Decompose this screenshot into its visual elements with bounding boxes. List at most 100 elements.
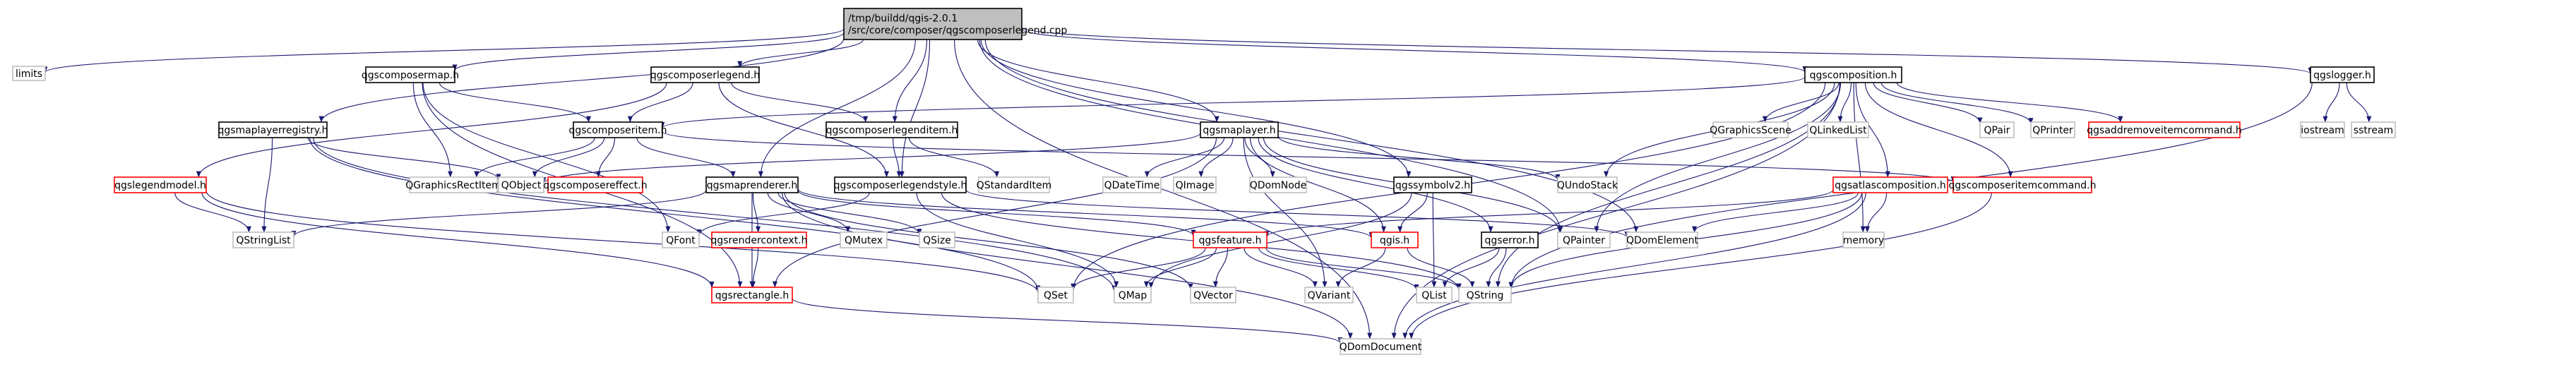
node-label: qgssymbolv2.h — [1395, 180, 1470, 191]
node-box — [705, 176, 799, 193]
edge-qgsfeature-to-qlist — [1258, 247, 1419, 291]
edge-qgssymbolv2-to-qgis — [1397, 192, 1428, 233]
node-box — [1626, 231, 1698, 248]
edge-qgscomposerlegend-to-qgslegendmodel — [196, 82, 667, 178]
node-qgscomposerlegend[interactable]: qgscomposerlegend.h — [650, 66, 760, 83]
edge-qgscomposition-to-memory — [1853, 82, 1866, 233]
edge-qgis-to-qstring — [1407, 247, 1475, 288]
edge-qgsmaplayer-to-qvariant — [1243, 137, 1328, 288]
node-qgscomposeritemcommand[interactable]: qgscomposeritemcommand.h — [1949, 176, 2097, 193]
edge-qgscomposition-to-qstring — [1495, 82, 1841, 288]
node-label: sstream — [2354, 125, 2393, 136]
node-label: qgscomposition.h — [1810, 70, 1897, 81]
node-box — [1393, 176, 1472, 193]
edge-qgsmaprenderer-to-qdomdocument — [782, 192, 1353, 339]
node-box — [409, 176, 498, 193]
node-qvariant: QVariant — [1304, 287, 1354, 303]
edge-root-to-qgscomposition — [1021, 28, 1808, 73]
node-box — [1804, 66, 1902, 83]
node-box — [711, 231, 807, 248]
edge-root-to-qgsmaprenderer — [758, 39, 916, 178]
node-label: QDomNode — [1250, 180, 1307, 191]
node-qprinter: QPrinter — [2030, 121, 2075, 138]
edge-qgscomposerlegenditem-to-qstandarditem — [908, 137, 1000, 178]
node-qgsatlascomposition[interactable]: qgsatlascomposition.h — [1832, 176, 1948, 193]
node-box — [2030, 121, 2075, 138]
edge-qgssymbolv2-to-qlist — [1431, 192, 1437, 288]
edge-qgslegendmodel-to-qset — [205, 190, 1041, 294]
node-qgsmaprenderer[interactable]: qgsmaprenderer.h — [705, 176, 799, 193]
edge-root-to-qgscomposermap — [452, 32, 845, 71]
node-qgscomposereffect[interactable]: qgscomposereffect.h — [543, 176, 648, 193]
edge-root-to-limits — [42, 28, 845, 73]
node-label: QStandardItem — [977, 180, 1052, 191]
node-qgscomposerlegenditem[interactable]: qgscomposerlegenditem.h — [825, 121, 958, 138]
node-memory: memory — [1842, 231, 1885, 248]
node-label: qgsrendercontext.h — [710, 235, 807, 246]
node-box — [1832, 176, 1948, 193]
node-box — [1807, 121, 1869, 138]
node-qgsrendercontext[interactable]: qgsrendercontext.h — [710, 231, 808, 248]
edge-qgsfeature-to-qvariant — [1244, 247, 1318, 288]
node-root[interactable]: /tmp/buildd/qgis-2.0.1/src/core/composer… — [843, 8, 1068, 40]
node-box — [365, 66, 455, 83]
node-box — [840, 231, 888, 248]
edge-qgsfeature-to-qvector — [1212, 247, 1229, 288]
node-qgsmaplayer[interactable]: qgsmaplayer.h — [1200, 121, 1279, 138]
node-qpair: QPair — [1979, 121, 2015, 138]
header-nodes: /tmp/buildd/qgis-2.0.1/src/core/composer… — [12, 8, 2396, 355]
node-qgslegendmodel[interactable]: qgslegendmodel.h — [114, 176, 207, 193]
node-qgsrectangle[interactable]: qgsrectangle.h — [711, 287, 793, 303]
edge-qgsrendercontext-to-qgsrectangle — [750, 247, 759, 288]
node-qgssymbolv2[interactable]: qgssymbolv2.h — [1393, 176, 1472, 193]
node-box — [2351, 121, 2396, 138]
node-qgraphicsrectitem: QGraphicsRectItem — [405, 176, 501, 193]
edge-qgsmaplayer-to-qgsrectangle — [772, 137, 1217, 288]
edge-qgscomposerlegend-to-qgscomposerlegenditem — [731, 82, 869, 123]
edge-qgsmaplayer-to-qundostack — [1277, 136, 1561, 181]
node-qgis[interactable]: qgis.h — [1371, 231, 1419, 248]
node-qgsaddremoveitemcommand[interactable]: qgsaddremoveitemcommand.h — [2087, 121, 2242, 138]
edge-qgsmaplayerregistry-to-qobject — [307, 137, 501, 181]
edge-qgslogger-to-sstream — [2346, 82, 2372, 123]
node-box — [232, 231, 294, 248]
edge-qgslegendmodel-to-qstringlist — [174, 192, 251, 233]
node-box — [2300, 121, 2345, 138]
node-qgscomposermap[interactable]: qgscomposermap.h — [362, 66, 459, 83]
node-qundostack: QUndoStack — [1557, 176, 1618, 193]
node-qgslogger[interactable]: qgslogger.h — [2310, 66, 2375, 83]
node-label: QPainter — [1563, 235, 1605, 246]
node-label: qgslegendmodel.h — [114, 180, 206, 191]
node-box — [1193, 231, 1268, 248]
node-iostream: iostream — [2300, 121, 2345, 138]
node-qgscomposition[interactable]: qgscomposition.h — [1804, 66, 1902, 83]
node-qgscomposerlegendstyle[interactable]: qgscomposerlegendstyle.h — [834, 176, 967, 193]
node-label: /src/core/composer/qgscomposerlegend.cpp — [848, 25, 1068, 37]
node-box — [2088, 121, 2241, 138]
node-box — [843, 8, 1022, 40]
edge-qgsmaplayerregistry-to-qmap — [313, 137, 1117, 292]
node-label: qgsatlascomposition.h — [1835, 180, 1946, 191]
node-qgsfeature[interactable]: qgsfeature.h — [1193, 231, 1268, 248]
edge-qgis-to-qvariant — [1335, 247, 1386, 288]
node-label: qgsrectangle.h — [715, 290, 789, 301]
edge-qgsmaplayer-to-qdatetime — [1144, 137, 1225, 178]
node-label: QFont — [666, 235, 696, 246]
edge-qgsmaplayer-to-qimage — [1198, 137, 1234, 178]
node-box — [1037, 287, 1074, 303]
node-label: QDomElement — [1626, 235, 1698, 246]
edge-qgscomposition-to-qgscomposeritem — [660, 76, 1806, 128]
node-qgserror[interactable]: qgserror.h — [1481, 231, 1539, 248]
node-box — [1102, 176, 1162, 193]
node-label: QSize — [923, 235, 951, 246]
node-box — [1249, 176, 1307, 193]
edge-root-to-qgscomposerlegend — [737, 39, 864, 68]
edge-qgscomposition-to-qpair — [1873, 82, 1983, 124]
node-qdomelement: QDomElement — [1626, 231, 1698, 248]
node-box — [978, 176, 1050, 193]
edge-qgsmaprenderer-to-qgsrendercontext — [752, 192, 761, 233]
node-label: QVector — [1193, 290, 1233, 301]
node-qgsmaplayerregistry[interactable]: qgsmaplayerregistry.h — [217, 121, 328, 138]
node-qgscomposeritem[interactable]: qgscomposeritem.h — [568, 121, 667, 138]
